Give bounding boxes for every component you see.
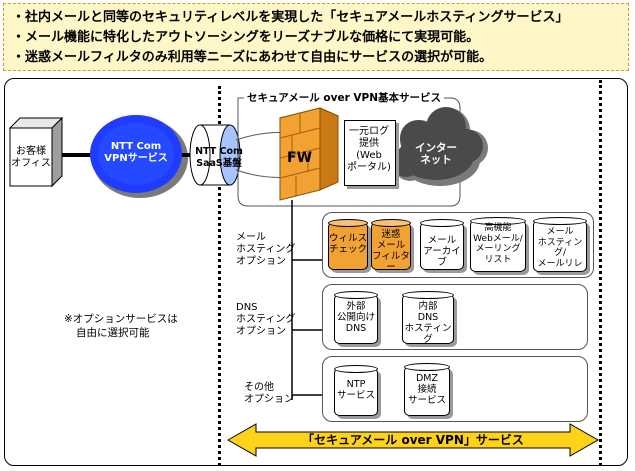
- other-option-label: その他 オプション: [244, 382, 294, 405]
- basic-service-panel: [237, 97, 461, 207]
- internet-label: インター ネット: [415, 142, 457, 166]
- boundary-right: [599, 80, 602, 466]
- basic-service-title: セキュアメール over VPN基本サービス: [244, 92, 445, 104]
- log-portal-box: [344, 120, 396, 186]
- vpn-label: NTT Com VPNサービス: [104, 141, 168, 164]
- banner-line-1: ・社内メールと同等のセキュリティレベルを実現した「セキュアメールホスティングサー…: [12, 10, 569, 25]
- internet-cloud: [391, 107, 488, 186]
- virus-check-item: ウィルスチェック: [328, 219, 368, 270]
- spam-filter-item: 迷惑メールフィルター: [371, 219, 411, 273]
- mail-hosting-option-label: メール ホスティング オプション: [236, 232, 296, 267]
- firewall: [278, 107, 340, 201]
- service-scope-label: 「セキュアメール over VPN」サービス: [302, 433, 524, 447]
- log-portal-label: 一元ログ 提供 (Web ポータル): [347, 126, 391, 173]
- saas-cylinder: [189, 124, 241, 186]
- dns-option-label: DNS ホスティング オプション: [236, 302, 296, 337]
- summary-banner: ・社内メールと同等のセキュリティレベルを実現した「セキュアメールホスティングサー…: [3, 3, 629, 71]
- saas-label: NTT Com SaaS基盤: [195, 146, 243, 169]
- diagram-frame: [4, 78, 628, 466]
- service-scope-arrow: [226, 423, 600, 457]
- customer-office-label: お客様 オフィス: [11, 146, 51, 169]
- option-note: ※オプションサービスは 自由に選択可能: [64, 313, 178, 339]
- mail-hosting-relay-item: メールホスティング/メールリレ: [533, 217, 587, 272]
- fw-label: FW: [287, 150, 313, 166]
- banner-line-3: ・迷惑メールフィルタのみ利用等ニーズにあわせて自由にサービスの選択が可能。: [12, 50, 493, 65]
- boundary-left: [218, 86, 221, 466]
- mail-archive-item: メールアーカイブ: [420, 219, 464, 270]
- customer-office-cube: [8, 116, 64, 188]
- banner-line-2: ・メール機能に特化したアウトソーシングをリーズナブルな価格にて実現可能。: [12, 30, 480, 45]
